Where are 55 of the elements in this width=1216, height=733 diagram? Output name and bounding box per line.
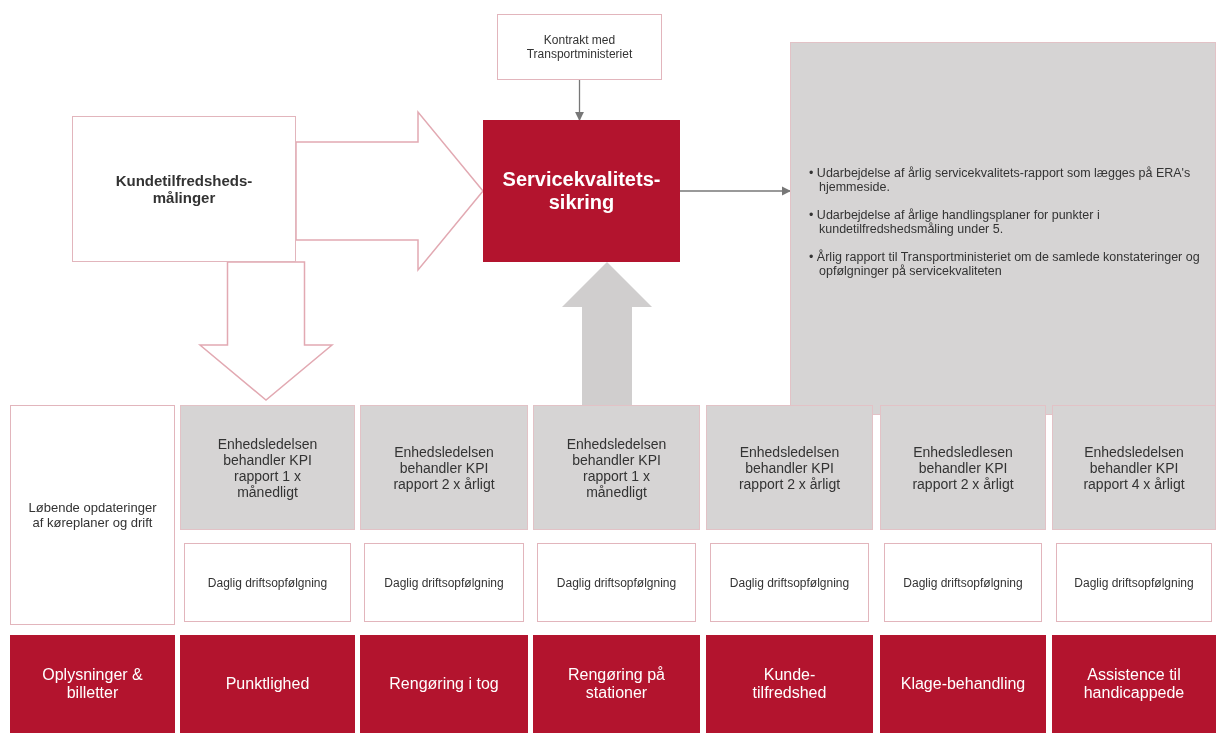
text-box: [710, 543, 869, 622]
node-label: Servicekvalitets-sikring: [501, 168, 662, 214]
node-label: Assistence til handicappede: [1082, 666, 1186, 702]
node-label: Enhedsledelsen behandler KPI rapport 4 x årligt: [1082, 443, 1186, 492]
block-arrow: [295, 109, 484, 273]
node-label: Kunde-tilfredshed: [751, 666, 828, 702]
text-box: [537, 543, 696, 622]
node-label: Enhedsledelsen behandler KPI rapport 2 x årligt: [392, 443, 496, 492]
node-label: Daglig driftsopfølgning: [384, 575, 504, 590]
note-panel: [790, 42, 1216, 415]
bullet-item: • Årlig rapport til Transportministeriet om de samlede konstateringer og opfølgninger på servicekvaliteten: [809, 249, 1201, 278]
node-label: Rengøring i tog: [389, 675, 499, 693]
category-box: [533, 635, 700, 733]
category-box: [880, 635, 1046, 733]
text-box: [884, 543, 1042, 622]
process-box: [360, 405, 528, 530]
node-label: Daglig driftsopfølgning: [556, 575, 677, 590]
node-label: Enhedsledlesen behandler KPI rapport 2 x årligt: [911, 443, 1015, 492]
block-arrow: [562, 262, 652, 405]
node-label: Daglig driftsopfølgning: [903, 575, 1023, 590]
process-box: [880, 405, 1046, 530]
block-arrow: [197, 261, 335, 401]
node-label: Daglig driftsopfølgning: [1074, 575, 1194, 590]
node-label: Daglig driftsopfølgning: [729, 575, 850, 590]
text-box: [497, 14, 662, 80]
process-box: [180, 405, 355, 530]
node-label: Punktlighed: [225, 675, 310, 693]
node-label: Kontrakt med Transportministeriet: [525, 33, 634, 61]
process-box: [533, 405, 700, 530]
process-box: [706, 405, 873, 530]
bullet-item: • Udarbejdelse af årlige handlingsplaner for punkter i kundetilfredshedsmåling under 5.: [809, 207, 1101, 236]
category-box: [10, 635, 175, 733]
node-label: Løbende opdateringer af køreplaner og drift: [27, 500, 158, 530]
text-box: [184, 543, 351, 622]
category-box: [180, 635, 355, 733]
bullet-item: • Udarbejdelse af årlig servicekvalitets-rapport som lægges på ERA's hjemmeside.: [809, 165, 1192, 194]
node-label: Enhedsledelsen behandler KPI rapport 1 x månedligt: [565, 435, 668, 500]
node-label: Daglig driftsopfølgning: [207, 575, 328, 590]
node-label: Rengøring på stationer: [567, 666, 666, 702]
text-box: [1056, 543, 1212, 622]
category-box: [706, 635, 873, 733]
node-label: Klage-behandling: [900, 675, 1026, 693]
node-label: Enhedsledelsen behandler KPI rapport 2 x årligt: [737, 443, 842, 492]
node-label: Oplysninger & billetter: [41, 666, 144, 702]
node-label: Enhedsledelsen behandler KPI rapport 1 x månedligt: [216, 435, 319, 500]
text-box: [364, 543, 524, 622]
node-label: Kundetilfredsheds-målinger: [114, 172, 254, 206]
text-box: [72, 116, 296, 262]
text-box: [10, 405, 175, 625]
arrow: [679, 186, 791, 196]
arrow: [574, 79, 585, 121]
process-box: [1052, 405, 1216, 530]
category-box: [1052, 635, 1216, 733]
process-box: [483, 120, 680, 262]
category-box: [360, 635, 528, 733]
